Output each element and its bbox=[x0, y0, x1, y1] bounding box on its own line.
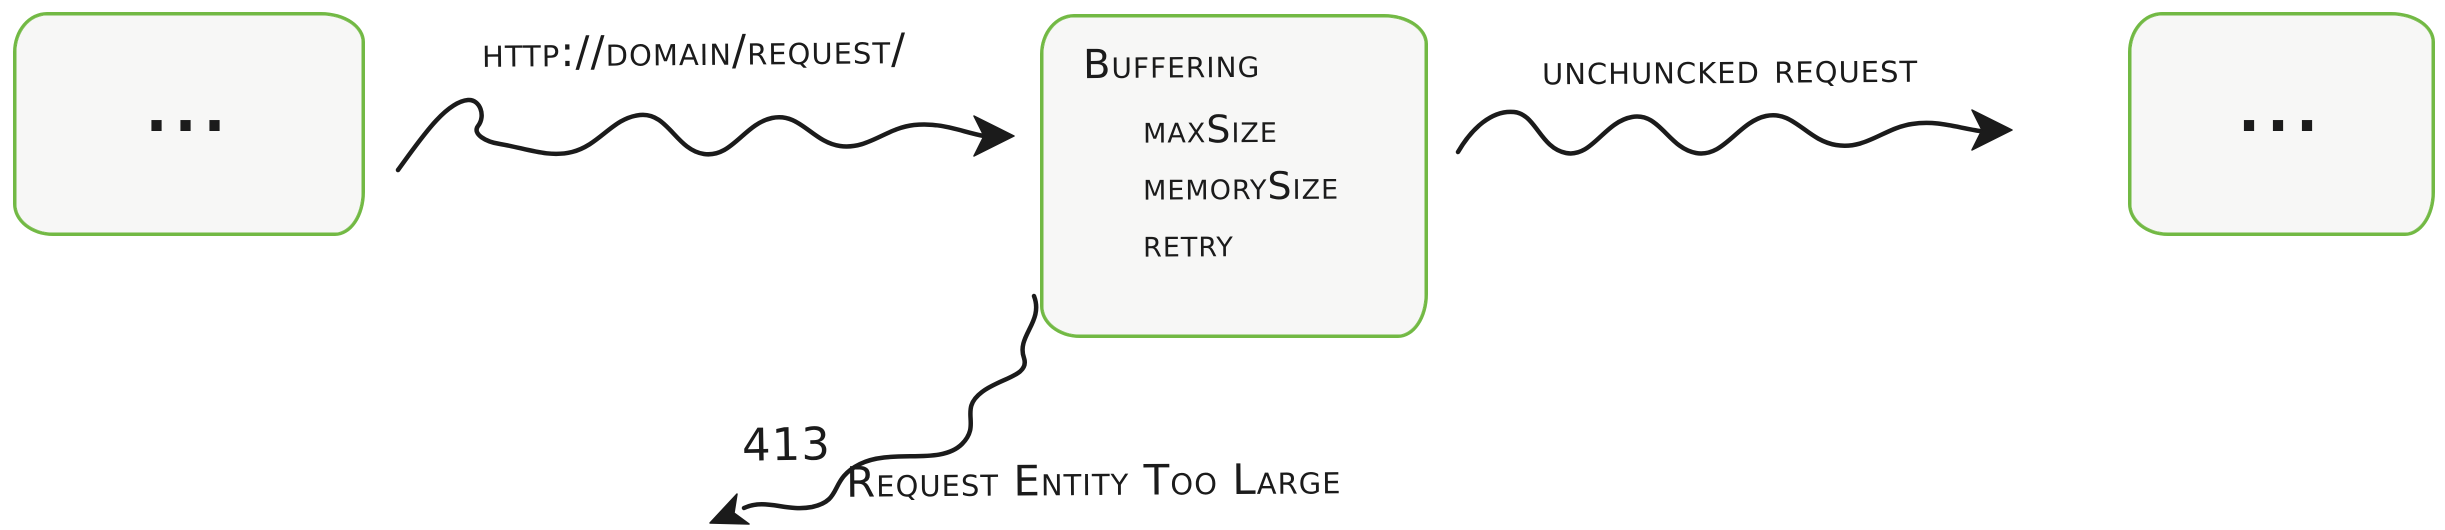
error-status-code: 413 bbox=[741, 417, 832, 472]
buffering-node-title: Buffering bbox=[1082, 40, 1261, 89]
error-arrow-line bbox=[741, 293, 1039, 511]
buffering-param-maxsize: maxSize bbox=[1142, 106, 1279, 152]
request-arrow-head bbox=[973, 115, 1015, 157]
unchunked-arrow-head bbox=[1971, 109, 2013, 151]
request-arrow-label: http://domain/request/ bbox=[481, 24, 907, 77]
buffering-param-retry: retry bbox=[1142, 221, 1234, 266]
unchunked-arrow-label: unchuncked request bbox=[1541, 42, 1919, 95]
left-node-label: ... bbox=[145, 77, 233, 145]
request-arrow-line bbox=[395, 97, 987, 173]
buffering-param-memorysize: memorySize bbox=[1142, 163, 1340, 209]
right-node: ... bbox=[2128, 12, 2435, 236]
right-node-label: ... bbox=[2237, 77, 2326, 145]
error-status-text: Request Entity Too Large bbox=[845, 454, 1342, 507]
buffering-node: Buffering maxSize memorySize retry bbox=[1040, 14, 1428, 338]
left-node: ... bbox=[13, 12, 365, 236]
unchunked-arrow-line bbox=[1455, 109, 1983, 156]
error-arrow-head bbox=[709, 493, 750, 525]
